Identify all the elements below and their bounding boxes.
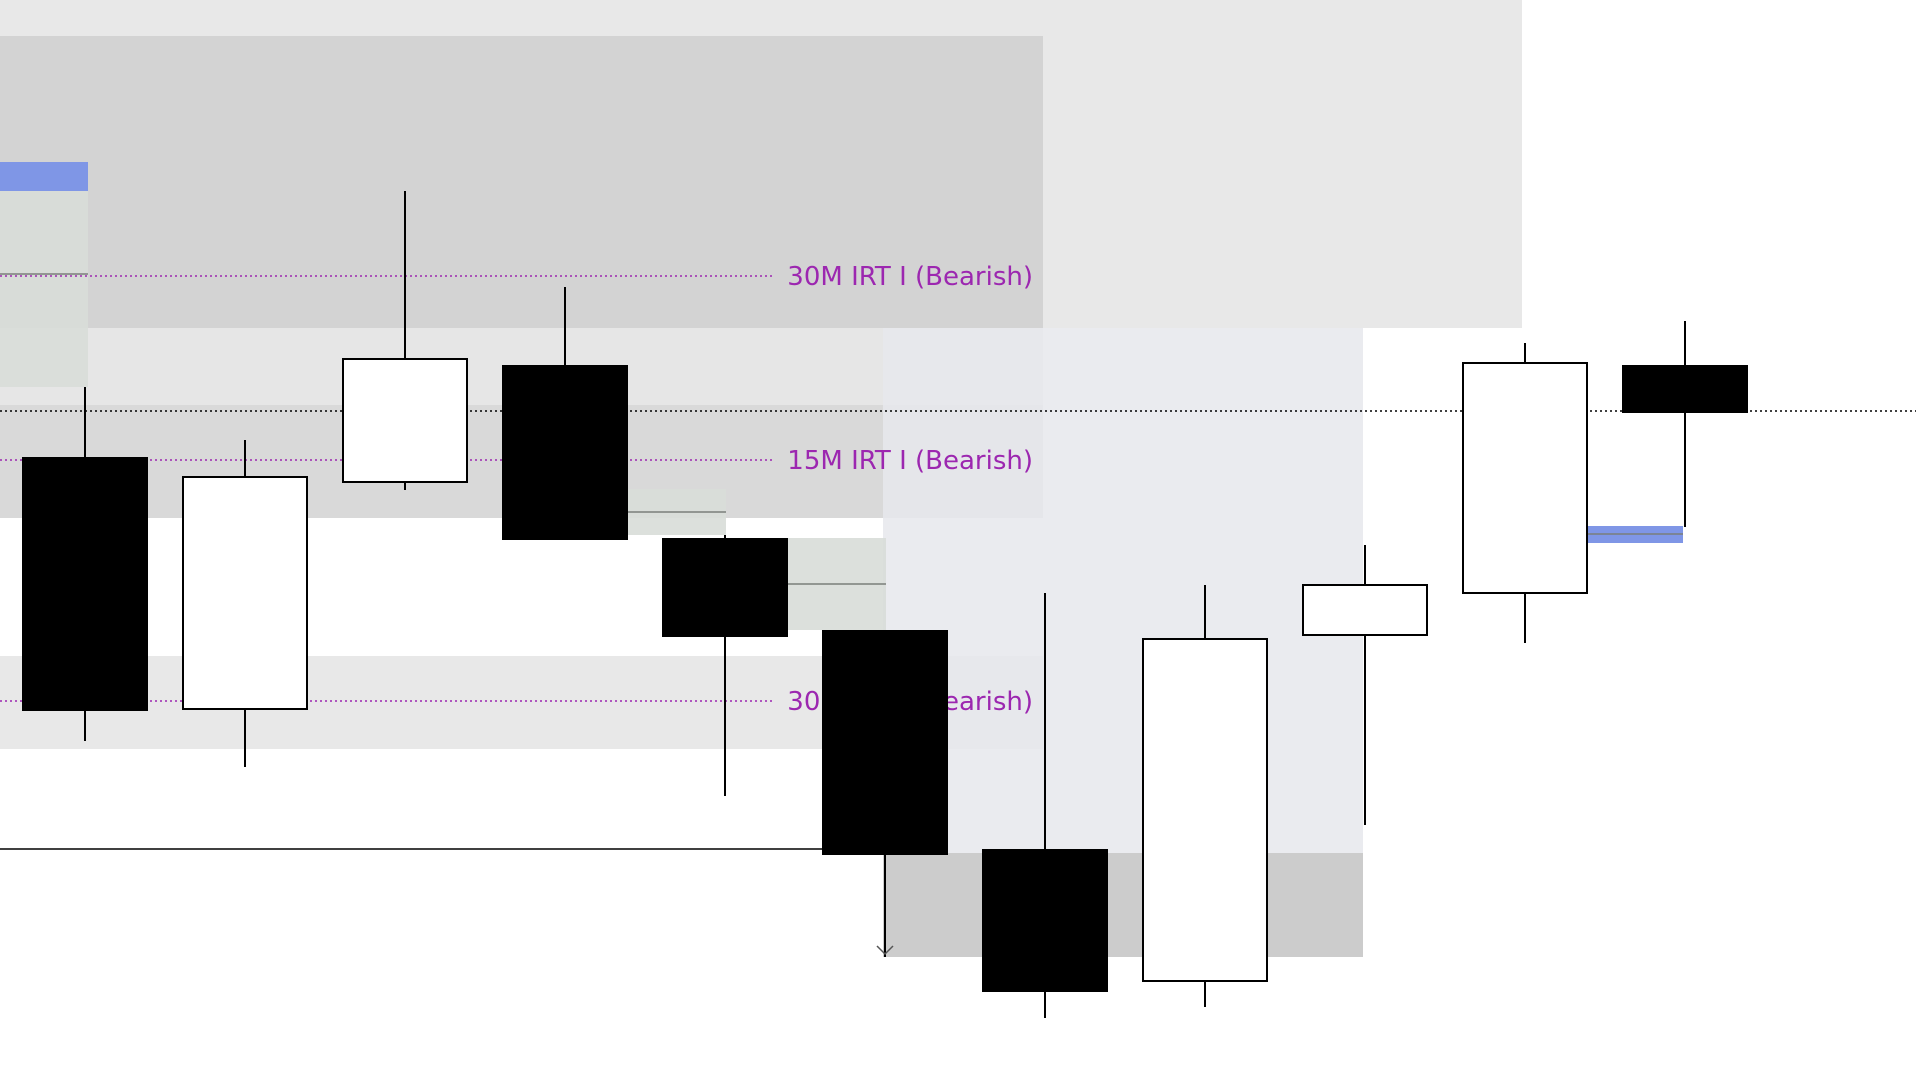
zone-bottom-dark	[883, 853, 1363, 957]
candle-body-bullish-2	[342, 358, 468, 483]
chevron-down-icon	[876, 945, 894, 956]
zone-bluegray	[883, 328, 1363, 853]
candle-body-bearish-6	[982, 849, 1108, 992]
reference-lines-layer	[0, 410, 1916, 850]
candle-body-bearish-5	[822, 630, 948, 855]
irt-level-label-0: 30M IRT I (Bearish)	[787, 262, 1033, 292]
candle-body-bearish-4	[662, 538, 788, 637]
candle-body-bullish-7	[1142, 638, 1268, 982]
irt-level-label-1: 15M IRT I (Bearish)	[787, 446, 1033, 476]
candle-body-bullish-1	[182, 476, 308, 710]
candle-body-bearish-0	[22, 457, 148, 711]
zone-green-left	[0, 190, 88, 387]
candle-body-bearish-10	[1622, 365, 1748, 413]
candle-body-bullish-9	[1462, 362, 1588, 594]
candle-body-bullish-8	[1302, 584, 1428, 636]
candle-body-bearish-3	[502, 365, 628, 540]
blue-marker-left	[0, 162, 88, 191]
candles-layer	[22, 191, 1748, 1018]
